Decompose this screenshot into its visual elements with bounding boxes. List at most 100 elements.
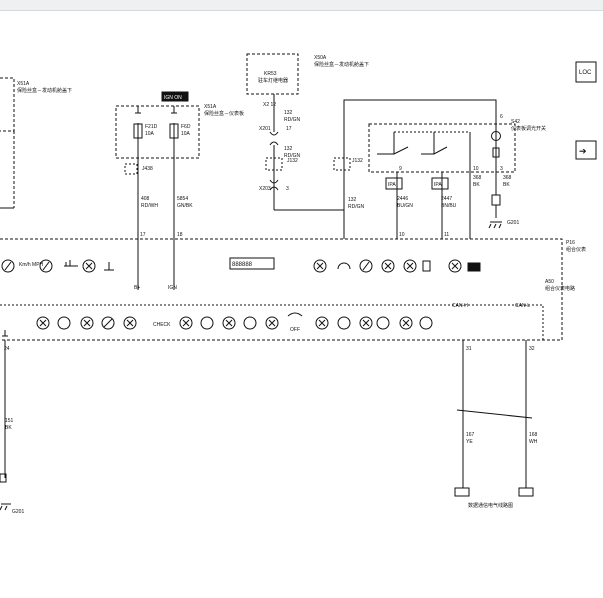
wire-twist-mark <box>456 409 533 419</box>
pin-11: 11 <box>444 232 449 238</box>
ign-on-badge-text: IGN ON <box>164 95 182 101</box>
wire-label-151: 151 <box>5 418 14 424</box>
lamp-icon-11 <box>265 316 279 330</box>
pin-17: 17 <box>140 232 146 238</box>
wire-color-408: RD/WH <box>141 203 158 209</box>
switch-pin-6: 6 <box>500 114 503 120</box>
wire-label-168: 168 <box>529 432 538 438</box>
connector-j438 <box>124 163 138 175</box>
ground-label-right: G201 <box>507 220 519 226</box>
switch-label: S42 <box>511 119 520 125</box>
wire-color-167: YE <box>466 439 473 445</box>
wire-label-368: 368 <box>473 175 482 181</box>
relay-desc: 驻车灯继电器 <box>258 77 288 84</box>
wire-label-408: 408 <box>141 196 150 202</box>
data-bus-label: 数据通信电气线路图 <box>468 502 513 509</box>
switch-resistor <box>492 147 500 158</box>
switch-desc: 仪表板调光开关 <box>511 125 546 132</box>
wire-color-132-3: RD/GN <box>348 204 365 210</box>
connector-j132-a-label: J132 <box>287 158 298 164</box>
epb-icon <box>243 316 257 330</box>
wiring-diagram: X51A 保险丝盒－发动机舱盖下 X50A 保险丝盒－发动机舱盖下 KR53 驻… <box>0 53 597 515</box>
label-ign: IGN <box>168 285 177 291</box>
lamp-icon-9 <box>179 316 193 330</box>
pin-10b: 10 <box>399 232 405 238</box>
engine-icon <box>376 316 390 330</box>
fuse-connectors <box>135 106 177 114</box>
module-desc-x50a: 保险丝盒－发动机舱盖下 <box>314 61 369 68</box>
connector-ground-block <box>491 194 501 206</box>
data-bus-connectors <box>454 487 534 497</box>
ipa-box-1 <box>385 177 403 190</box>
ground-label-left: G201 <box>12 509 24 515</box>
fuse-f21d-amps: 10A <box>145 131 155 137</box>
connector-x203-label: X203 <box>259 186 271 192</box>
switch-lamp <box>491 131 501 141</box>
lamp-icon-10 <box>222 316 236 330</box>
connector-j132-a <box>265 157 283 171</box>
module-label-left: X51A <box>17 81 30 87</box>
wire-label-167: 167 <box>466 432 475 438</box>
switch-pin-3: 3 <box>500 166 503 172</box>
module-desc-left: 保险丝盒－发动机舱盖下 <box>17 87 72 94</box>
cluster-desc: 组合仪表 <box>566 246 586 253</box>
ign-on-badge <box>161 91 189 102</box>
wire-label-5854: 5854 <box>177 196 188 202</box>
lamp-icon-5 <box>381 259 395 273</box>
label-b-plus: B+ <box>134 285 140 291</box>
module-outline-x50a <box>246 53 299 95</box>
wire-color-132-1: RD/GN <box>284 117 301 123</box>
connector-x201 <box>269 131 279 146</box>
fuse-block-outline <box>115 105 200 159</box>
pin-x2-12: X2 12 <box>263 102 276 108</box>
wire-color-132-2: RD/GN <box>284 153 301 159</box>
pin-24: 24 <box>4 346 10 352</box>
arrow-icon-box[interactable] <box>575 140 597 160</box>
label-can-l: CAN-L <box>515 303 530 309</box>
wire-color-2447: BN/BU <box>441 203 457 209</box>
abs-icon <box>57 316 71 330</box>
brake-pad-icon <box>419 316 433 330</box>
lamp-icon-4 <box>448 259 462 273</box>
wire-label-132-1: 132 <box>284 110 293 116</box>
wire-color-151: BK <box>5 425 12 431</box>
ipa-box-2 <box>431 177 449 190</box>
wire-label-2447: 2447 <box>441 196 452 202</box>
module-outline-x51a-left <box>0 77 15 132</box>
cluster-sub-label: A50 <box>545 279 554 285</box>
fuse-block-label: X51A <box>204 104 217 110</box>
wire-color-168: WH <box>529 439 538 445</box>
connector-x203-pin: 3 <box>286 186 289 192</box>
wire-color-5854: GN/BK <box>177 203 193 209</box>
lamp-icon-3 <box>403 259 417 273</box>
wire-label-132-3: 132 <box>348 197 357 203</box>
brake-icon <box>101 316 115 330</box>
connector-j438-label: J438 <box>142 166 153 172</box>
lamp-icon-12 <box>315 316 329 330</box>
loc-icon-box[interactable] <box>575 61 597 83</box>
temp-icon <box>64 260 78 267</box>
ipa-label-2: IPA <box>434 182 442 188</box>
label-speedo: Km/h MPH <box>19 262 44 268</box>
ground-symbol-left <box>0 503 11 511</box>
wire-label-368-2: 368 <box>503 175 512 181</box>
wire-color-368-2: BK <box>503 182 510 188</box>
speedometer-icon <box>337 262 351 270</box>
fuse-block-desc: 保险丝盒－仪表板 <box>204 110 244 117</box>
esc-icon <box>287 312 303 317</box>
ipa-label-1: IPA <box>388 182 396 188</box>
lamp-icon-1 <box>82 259 96 273</box>
cluster-outline <box>0 238 563 341</box>
relay-label: KR53 <box>264 71 277 77</box>
label-can-h: CAN-H <box>452 303 468 309</box>
loc-icon[interactable]: LOC <box>579 70 592 76</box>
pin-31: 31 <box>466 346 472 352</box>
gauge-icon-1 <box>1 259 15 273</box>
tpms-icon <box>337 316 351 330</box>
fuel-icon <box>422 260 431 272</box>
lamp-icon-7 <box>80 316 94 330</box>
label-check: CHECK <box>153 322 171 328</box>
connector-x201-pin: 17 <box>286 126 292 132</box>
right-arrow-icon[interactable]: ➔ <box>579 146 587 156</box>
gauge-icon-3 <box>359 259 373 273</box>
